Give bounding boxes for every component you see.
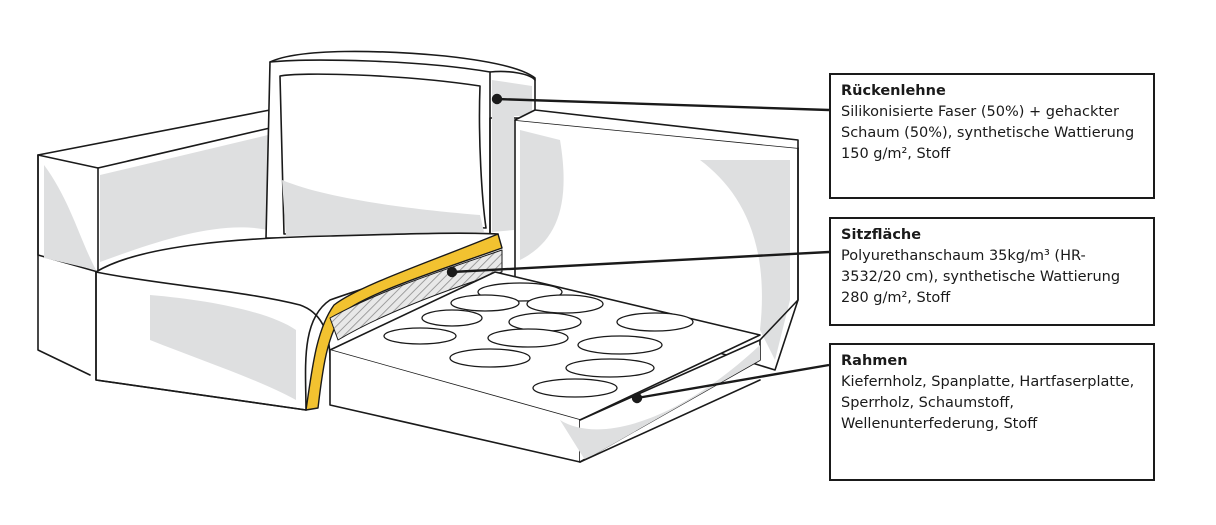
wave-springs (383, 282, 694, 398)
callout-seat-text: Polyurethanschaum 35kg/m³ (HR-3532/20 cm… (841, 248, 1121, 306)
leader-dot-seat (446, 266, 458, 278)
callout-backrest-title: Rückenlehne (841, 83, 946, 99)
left-armrest (37, 109, 271, 376)
backrest-cushion (265, 50, 536, 239)
callout-seat: Sitzfläche Polyurethanschaum 35kg/m³ (HR… (829, 217, 1155, 326)
leader-dot-frame (631, 392, 643, 404)
callout-backrest-text: Silikonisierte Faser (50%) + gehackter S… (841, 104, 1135, 162)
callout-frame-text: Kiefernholz, Spanplatte, Hartfaserplatte… (841, 374, 1135, 432)
callout-seat-title: Sitzfläche (841, 227, 922, 243)
leader-seat (451, 250, 830, 274)
leader-lines (446, 93, 830, 404)
foam-layer (305, 233, 503, 411)
leader-frame (636, 363, 830, 400)
floor-line (579, 379, 761, 463)
callout-backrest: Rückenlehne Silikonisierte Faser (50%) +… (829, 73, 1155, 199)
leader-backrest (496, 97, 830, 112)
callout-frame-title: Rahmen (841, 353, 908, 369)
callout-frame: Rahmen Kiefernholz, Spanplatte, Hartfase… (829, 343, 1155, 481)
leader-dot-backrest (491, 93, 503, 105)
